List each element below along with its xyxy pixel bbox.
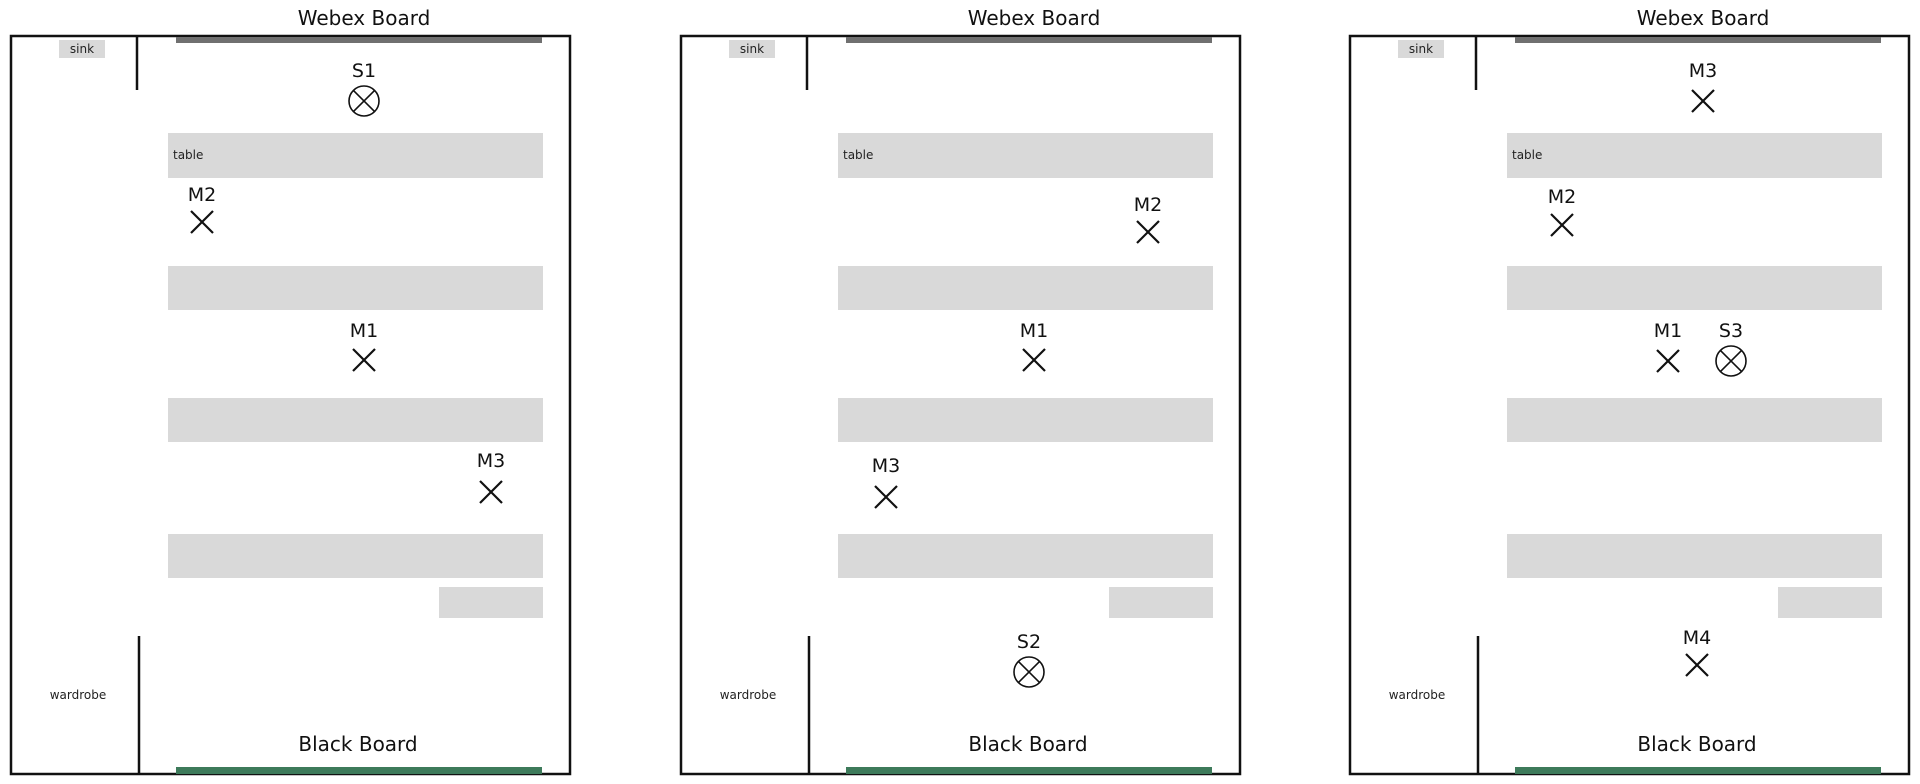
speaker-icon: S1 — [348, 60, 380, 117]
sink — [1398, 40, 1444, 58]
mic-cross — [1022, 348, 1046, 372]
small-desk — [1778, 587, 1882, 618]
marker-label: M3 — [872, 455, 900, 477]
table-row — [168, 133, 543, 178]
wardrobe-label: wardrobe — [50, 688, 107, 702]
black-board — [176, 767, 542, 774]
mic-cross — [190, 210, 214, 234]
webex-board-label: Webex Board — [968, 6, 1101, 30]
table-row — [168, 398, 543, 442]
mic-cross — [1691, 89, 1715, 113]
webex-board-label: Webex Board — [1637, 6, 1770, 30]
black-board-label: Black Board — [1637, 732, 1756, 756]
table-row — [1507, 266, 1882, 310]
speaker-icon: S2 — [1013, 631, 1045, 688]
table-row — [168, 266, 543, 310]
sink-label: sink — [70, 42, 94, 56]
black-board — [1515, 767, 1881, 774]
mic-icon: M1 — [350, 320, 378, 372]
sink-label: sink — [740, 42, 764, 56]
mic-icon: M3 — [477, 450, 505, 504]
mic-icon: M1 — [1654, 320, 1682, 373]
table-row — [838, 398, 1213, 442]
marker-label: S1 — [352, 60, 376, 82]
marker-label: M2 — [188, 184, 216, 206]
marker-label: S2 — [1017, 631, 1041, 653]
wardrobe-label: wardrobe — [720, 688, 777, 702]
mic-cross — [479, 480, 503, 504]
webex-board — [846, 37, 1212, 43]
marker-label: M3 — [1689, 60, 1717, 82]
mic-icon: M3 — [872, 455, 900, 509]
mic-icon: M1 — [1020, 320, 1048, 372]
marker-label: M2 — [1548, 186, 1576, 208]
webex-board — [1515, 37, 1881, 43]
table-row — [838, 534, 1213, 578]
speaker-circle — [348, 85, 380, 117]
marker-label: M1 — [1654, 320, 1682, 342]
table-label: table — [1512, 148, 1542, 162]
speaker-circle — [1013, 656, 1045, 688]
speaker-icon: S3 — [1715, 320, 1747, 377]
black-board-label: Black Board — [298, 732, 417, 756]
mic-icon: M2 — [188, 184, 216, 234]
sink — [59, 40, 105, 58]
speaker-cross — [1017, 660, 1041, 684]
table-label: table — [843, 148, 873, 162]
mic-cross — [1685, 653, 1709, 677]
marker-label: M3 — [477, 450, 505, 472]
speaker-circle — [1715, 345, 1747, 377]
table-row — [1507, 534, 1882, 578]
mic-cross — [874, 485, 898, 509]
mic-icon: M2 — [1134, 194, 1162, 244]
small-desk — [439, 587, 543, 618]
marker-label: M2 — [1134, 194, 1162, 216]
table-row — [1507, 133, 1882, 178]
marker-label: M1 — [350, 320, 378, 342]
marker-label: M1 — [1020, 320, 1048, 342]
small-desk — [1109, 587, 1213, 618]
table-row — [1507, 398, 1882, 442]
mic-icon: M3 — [1689, 60, 1717, 113]
table-label: table — [173, 148, 203, 162]
table-row — [838, 133, 1213, 178]
mic-icon: M4 — [1683, 627, 1711, 677]
wardrobe-label: wardrobe — [1389, 688, 1446, 702]
webex-board-label: Webex Board — [298, 6, 431, 30]
table-row — [838, 266, 1213, 310]
marker-label: M4 — [1683, 627, 1711, 649]
mic-cross — [1136, 220, 1160, 244]
speaker-cross — [352, 89, 376, 113]
marker-label: S3 — [1719, 320, 1743, 342]
table-row — [168, 534, 543, 578]
mic-cross — [1656, 349, 1680, 373]
black-board — [846, 767, 1212, 774]
webex-board — [176, 37, 542, 43]
speaker-cross — [1719, 349, 1743, 373]
sink-label: sink — [1409, 42, 1433, 56]
sink — [729, 40, 775, 58]
mic-cross — [1550, 213, 1574, 237]
black-board-label: Black Board — [968, 732, 1087, 756]
mic-cross — [352, 348, 376, 372]
mic-icon: M2 — [1548, 186, 1576, 237]
